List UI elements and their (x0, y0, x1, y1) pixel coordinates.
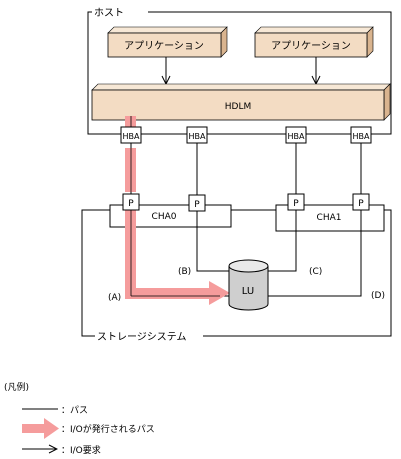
legend-io-path-symbol (22, 418, 59, 439)
application-label-2: アプリケーション (271, 40, 351, 52)
application-box-2: アプリケーション (254, 26, 374, 58)
port-box-4 (352, 193, 370, 211)
port-boxes: P P P P (122, 193, 370, 212)
application-box-1: アプリケーション (107, 26, 228, 58)
port-label-1: P (128, 199, 134, 209)
hba-label-4: HBA (353, 132, 371, 141)
port-label-4: P (358, 199, 364, 209)
legend-io-path-label: ：I/Oが発行されるパス (61, 423, 155, 435)
lu-label: LU (242, 286, 254, 297)
legend: (凡例) ：パス ：I/Oが発行されるパス ：I/O要求 (4, 381, 155, 456)
application-label-1: アプリケーション (124, 40, 204, 52)
cha0-label: CHA0 (152, 212, 177, 222)
cha1-label: CHA1 (317, 213, 342, 223)
hba-label-1: HBA (123, 132, 141, 141)
hba-label-3: HBA (288, 132, 306, 141)
lu-cylinder: LU (228, 259, 269, 311)
legend-title: (凡例) (4, 381, 29, 393)
io-path-highlight (125, 116, 230, 305)
hba-label-2: HBA (189, 132, 207, 141)
port-label-2: P (194, 200, 200, 210)
port-box-2 (188, 194, 206, 212)
port-box-1 (122, 193, 140, 211)
storage-title: ストレージシステム (97, 331, 187, 343)
hba-box-1 (120, 126, 142, 144)
hba-box-4 (350, 126, 372, 144)
legend-path-label: ：パス (61, 405, 88, 416)
path-label-c: (C) (309, 267, 322, 277)
port-label-3: P (293, 199, 299, 209)
port-box-3 (287, 193, 305, 211)
hdlm-box: HDLM (91, 83, 391, 121)
path-label-d: (D) (371, 291, 385, 301)
host-title: ホスト (94, 7, 124, 19)
hba-box-3 (285, 126, 307, 144)
hba-boxes: HBA HBA HBA HBA (120, 126, 372, 144)
legend-io-request-label: ：I/O要求 (61, 444, 101, 456)
path-label-a: (A) (108, 293, 121, 303)
storage-frame: ストレージシステム (81, 209, 392, 343)
hba-box-2 (186, 126, 208, 144)
path-label-b: (B) (178, 267, 191, 277)
hdlm-label: HDLM (225, 102, 251, 112)
